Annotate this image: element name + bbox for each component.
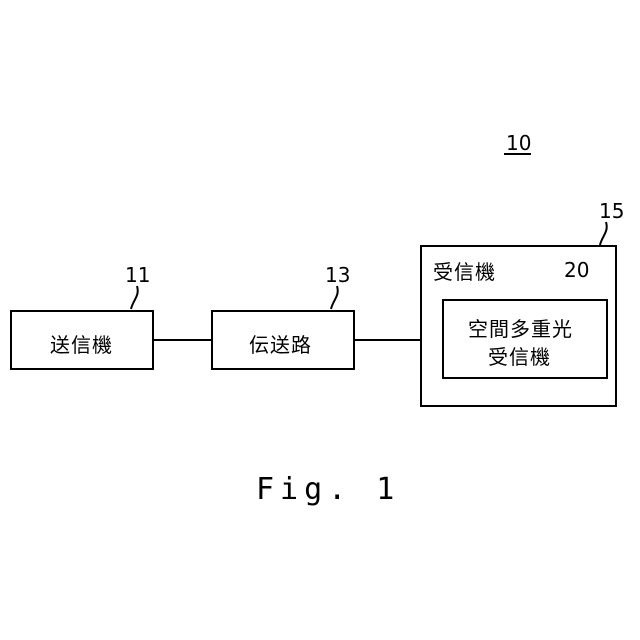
spatial-multiplex-receiver-block: 空間多重光 受信機 (442, 299, 608, 379)
spatial-multiplex-receiver-label-line1: 空間多重光 (468, 313, 573, 342)
leader-line-13 (331, 286, 338, 309)
system-ref-label: 10 (506, 131, 531, 155)
spatial-multiplex-receiver-label-line2: 受信機 (488, 341, 551, 370)
transmission-path-label: 伝送路 (249, 329, 312, 358)
transmitter-ref: 11 (125, 263, 150, 287)
leader-line-11 (131, 286, 138, 309)
transmitter-block: 送信機 (10, 310, 154, 370)
receiver-ref: 15 (599, 199, 624, 223)
transmission-path-ref: 13 (325, 263, 350, 287)
leader-line-15 (600, 222, 607, 245)
figure-caption: Fig. 1 (256, 472, 400, 507)
spatial-multiplex-receiver-ref: 20 (564, 258, 589, 282)
transmission-path-block: 伝送路 (211, 310, 355, 370)
transmitter-label: 送信機 (50, 329, 113, 358)
receiver-label: 受信機 (433, 256, 496, 285)
